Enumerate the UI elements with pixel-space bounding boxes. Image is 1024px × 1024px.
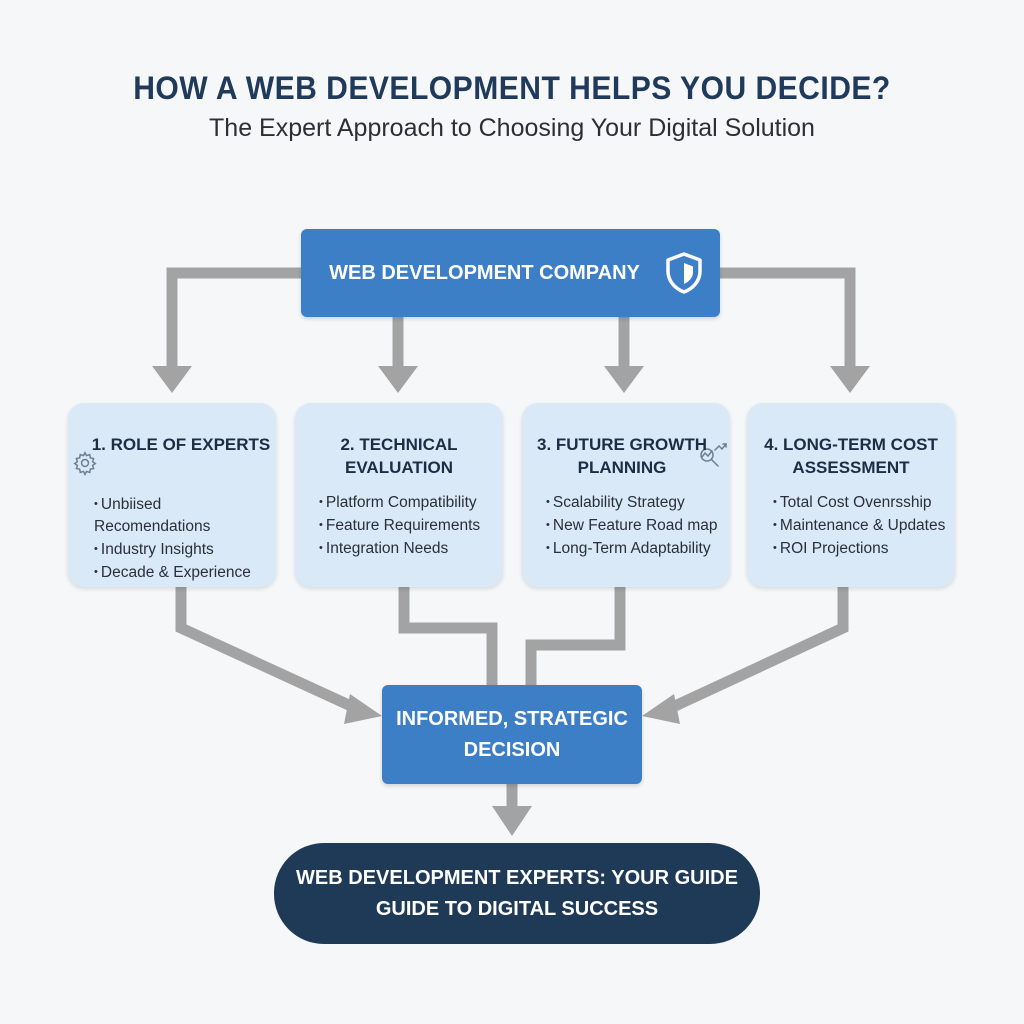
list-item: Industry Insights bbox=[94, 538, 268, 561]
list-item: Integration Needs bbox=[319, 537, 495, 560]
card-title-line: 2. TECHNICAL bbox=[340, 435, 458, 454]
decision-label-line: INFORMED, STRATEGIC bbox=[396, 707, 628, 730]
card-title: 4. LONG-TERM COST ASSESSMENT bbox=[747, 433, 955, 479]
list-item: New Feature Road map bbox=[546, 514, 722, 537]
magnifier-chart-icon bbox=[700, 443, 727, 467]
card-title: 1. ROLE OF EXPERTS bbox=[68, 433, 276, 456]
list-item: Scalability Strategy bbox=[546, 491, 722, 514]
card-item-list: Total Cost Ovenrsship Maintenance & Upda… bbox=[773, 491, 947, 560]
company-box: WEB DEVELOPMENT COMPANY bbox=[301, 229, 720, 317]
list-item: Platform Compatibility bbox=[319, 491, 495, 514]
card-title-line: PLANNING bbox=[577, 458, 667, 477]
gear-icon bbox=[73, 451, 97, 476]
card-title-line: EVALUATION bbox=[345, 458, 453, 477]
arrow-company-to-card-1 bbox=[166, 267, 301, 368]
arrow-card-1-to-decision bbox=[175, 587, 367, 717]
card-title-line: ASSESSMENT bbox=[792, 458, 910, 477]
list-item: Feature Requirements bbox=[319, 514, 495, 537]
page-title: HOW A WEB DEVELOPMENT HELPS YOU DECIDE? bbox=[133, 70, 891, 106]
card-title-line: 3. FUTURE GROWTH bbox=[537, 435, 707, 454]
card-title-line: 1. ROLE OF EXPERTS bbox=[91, 435, 271, 454]
arrow-company-to-card-4 bbox=[720, 267, 856, 368]
list-item: ROI Projections bbox=[773, 537, 947, 560]
card-title-line: 4. LONG-TERM COST bbox=[764, 435, 938, 454]
list-item: Long-Term Adaptability bbox=[546, 537, 722, 560]
card-item-list: Scalability Strategy New Feature Road ma… bbox=[546, 491, 722, 560]
company-label: WEB DEVELOPMENT COMPANY bbox=[329, 261, 640, 284]
guide-label-line: WEB DEVELOPMENT EXPERTS: YOUR GUIDE bbox=[296, 866, 738, 889]
card-technical-evaluation: 2. TECHNICAL EVALUATION Platform Compati… bbox=[295, 403, 503, 587]
card-title: 3. FUTURE GROWTH PLANNING bbox=[522, 433, 730, 479]
card-item-list: Unbiised Recomendations Industry Insight… bbox=[94, 493, 268, 584]
card-future-growth-planning: 3. FUTURE GROWTH PLANNING Scalability St… bbox=[522, 403, 730, 587]
guide-label-line: GUIDE TO DIGITAL SUCCESS bbox=[375, 897, 659, 920]
arrow-card-3-to-decision bbox=[525, 587, 626, 685]
list-item: Total Cost Ovenrsship bbox=[773, 491, 947, 514]
arrow-card-2-to-decision bbox=[398, 587, 498, 685]
card-long-term-cost-assessment: 4. LONG-TERM COST ASSESSMENT Total Cost … bbox=[747, 403, 955, 587]
arrow-card-4-to-decision bbox=[659, 587, 849, 717]
shield-icon bbox=[666, 252, 702, 294]
card-title: 2. TECHNICAL EVALUATION bbox=[295, 433, 503, 479]
list-item: Unbiised Recomendations bbox=[94, 493, 268, 538]
decision-label-line: DECISION bbox=[463, 738, 561, 761]
guide-banner: WEB DEVELOPMENT EXPERTS: YOUR GUIDE GUID… bbox=[274, 843, 760, 944]
card-item-list: Platform Compatibility Feature Requireme… bbox=[319, 491, 495, 560]
list-item: Decade & Experience bbox=[94, 561, 268, 584]
card-role-of-experts: 1. ROLE OF EXPERTS Unbiised Recomendatio… bbox=[68, 403, 276, 587]
list-item: Maintenance & Updates bbox=[773, 514, 947, 537]
decision-box: INFORMED, STRATEGIC DECISION bbox=[382, 685, 642, 784]
page-subtitle: The Expert Approach to Choosing Your Dig… bbox=[209, 114, 815, 142]
